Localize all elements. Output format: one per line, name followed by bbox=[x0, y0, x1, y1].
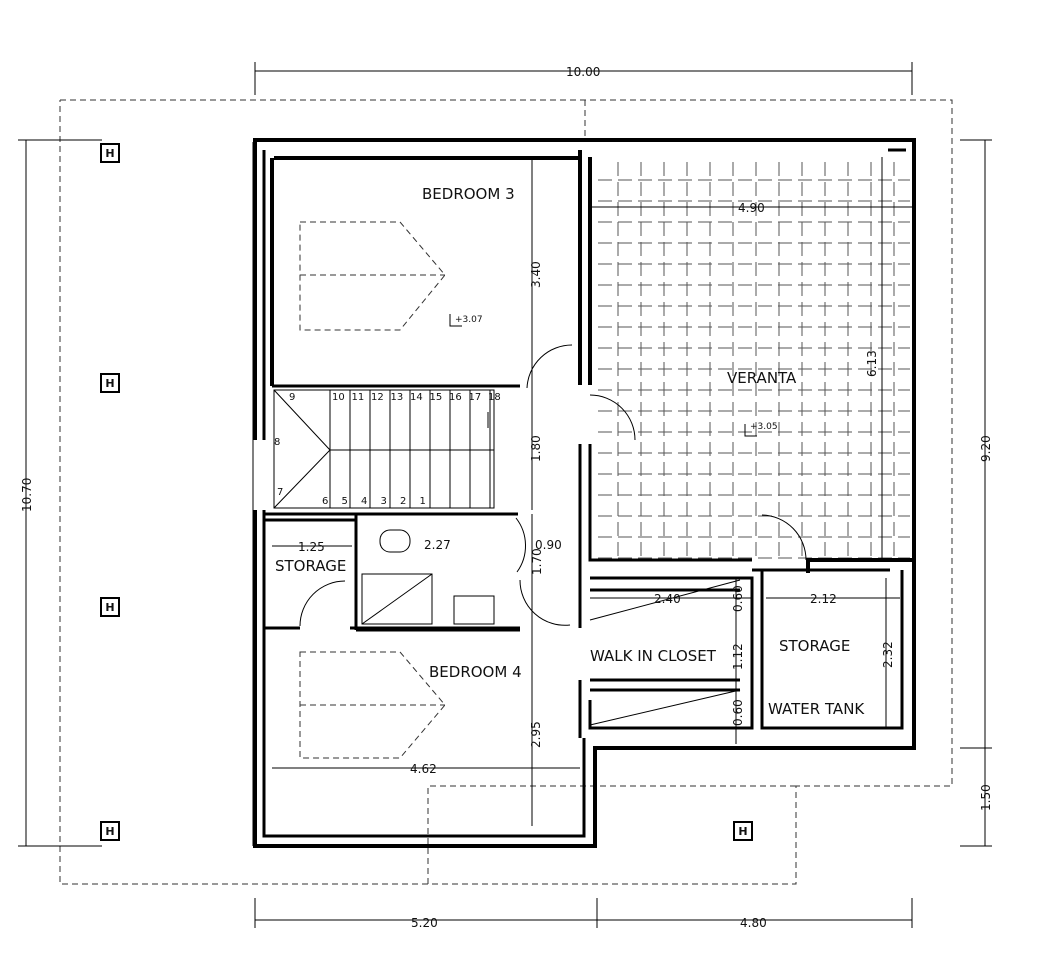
dim-closet-middle: 1.12 bbox=[731, 643, 745, 670]
dim-storage-width2: 2.12 bbox=[810, 592, 837, 606]
stair-number: 10 bbox=[332, 392, 345, 403]
column-marker-icon: H bbox=[100, 373, 120, 393]
stair-number: 4 bbox=[361, 496, 367, 507]
dim-storage-width: 1.25 bbox=[298, 540, 325, 554]
svg-text:H: H bbox=[105, 601, 114, 614]
dim-overall-height: 10.70 bbox=[20, 478, 34, 512]
dim-storage-height: 2.32 bbox=[881, 641, 895, 668]
svg-text:H: H bbox=[105, 147, 114, 160]
stair-number: 16 bbox=[449, 392, 462, 403]
doors bbox=[299, 344, 807, 627]
stair-number: 12 bbox=[371, 392, 384, 403]
dim-right-bottom: 1.50 bbox=[979, 784, 993, 811]
stair-numbers: 9 10 11 12 13 14 15 16 17 18 8 7 6 5 4 3 2 1 bbox=[274, 392, 501, 507]
label-storage-large: STORAGE bbox=[779, 637, 850, 655]
dim-hall-height: 1.70 bbox=[530, 548, 544, 575]
stair-number: 6 bbox=[322, 496, 328, 507]
stair-number: 2 bbox=[400, 496, 406, 507]
dim-bedroom4-width: 4.62 bbox=[410, 762, 437, 776]
svg-text:H: H bbox=[105, 825, 114, 838]
bed-bedroom4 bbox=[299, 651, 446, 759]
stair-number: 11 bbox=[352, 392, 365, 403]
interior-walls bbox=[264, 150, 904, 738]
veranta-tile-grid bbox=[598, 162, 910, 559]
stair-number: 14 bbox=[410, 392, 423, 403]
column-marker-icon: H bbox=[100, 821, 120, 841]
level-veranta: +3.05 bbox=[750, 422, 778, 432]
exterior-walls bbox=[252, 138, 916, 848]
dim-bedroom3-height: 3.40 bbox=[529, 261, 543, 288]
dim-stair-gap: 1.80 bbox=[529, 435, 543, 462]
svg-text:H: H bbox=[738, 825, 747, 838]
dim-bath-width: 2.27 bbox=[424, 538, 451, 552]
column-markers: H H H H H bbox=[100, 143, 753, 841]
stair-number: 18 bbox=[488, 392, 501, 403]
stair-number: 3 bbox=[381, 496, 387, 507]
level-mark-veranta: +3.05 bbox=[744, 422, 778, 437]
dim-bottom-left: 5.20 bbox=[411, 916, 438, 930]
stair-number: 5 bbox=[342, 496, 348, 507]
column-marker-icon: H bbox=[100, 597, 120, 617]
staircase bbox=[273, 389, 495, 509]
dim-bottom-right: 4.80 bbox=[740, 916, 767, 930]
label-veranta: VERANTA bbox=[727, 369, 797, 387]
label-storage-small: STORAGE bbox=[275, 557, 346, 575]
stair-number: 13 bbox=[391, 392, 404, 403]
roof-outline bbox=[59, 99, 953, 885]
dim-veranta-height: 6.13 bbox=[865, 350, 879, 377]
column-marker-icon: H bbox=[733, 821, 753, 841]
dim-overall-width: 10.00 bbox=[566, 65, 600, 79]
bathroom-fixtures bbox=[361, 529, 495, 625]
dim-bedroom4-height: 2.95 bbox=[529, 721, 543, 748]
dimension-lines bbox=[18, 62, 992, 928]
level-bedroom3: +3.07 bbox=[455, 315, 483, 325]
dim-veranta-width: 4.90 bbox=[738, 201, 765, 215]
stair-number: 17 bbox=[469, 392, 482, 403]
label-bedroom3: BEDROOM 3 bbox=[422, 185, 515, 203]
dim-closet-width: 2.40 bbox=[654, 592, 681, 606]
label-walk-in-closet: WALK IN CLOSET bbox=[590, 647, 717, 665]
bed-bedroom3 bbox=[299, 221, 446, 331]
stair-number: 15 bbox=[430, 392, 443, 403]
dim-door-width: 0.90 bbox=[535, 538, 562, 552]
stair-number: 8 bbox=[274, 437, 280, 448]
dim-closet-bottom: 0.60 bbox=[731, 699, 745, 726]
column-marker-icon: H bbox=[100, 143, 120, 163]
dim-closet-top: 0.60 bbox=[731, 585, 745, 612]
stair-number: 9 bbox=[289, 392, 295, 403]
label-bedroom4: BEDROOM 4 bbox=[429, 663, 522, 681]
stair-number: 1 bbox=[420, 496, 426, 507]
svg-text:H: H bbox=[105, 377, 114, 390]
label-water-tank: WATER TANK bbox=[768, 700, 865, 718]
level-mark-bedroom3: +3.07 bbox=[449, 314, 483, 327]
stair-number: 7 bbox=[277, 487, 283, 498]
dim-right-height: 9.20 bbox=[979, 435, 993, 462]
